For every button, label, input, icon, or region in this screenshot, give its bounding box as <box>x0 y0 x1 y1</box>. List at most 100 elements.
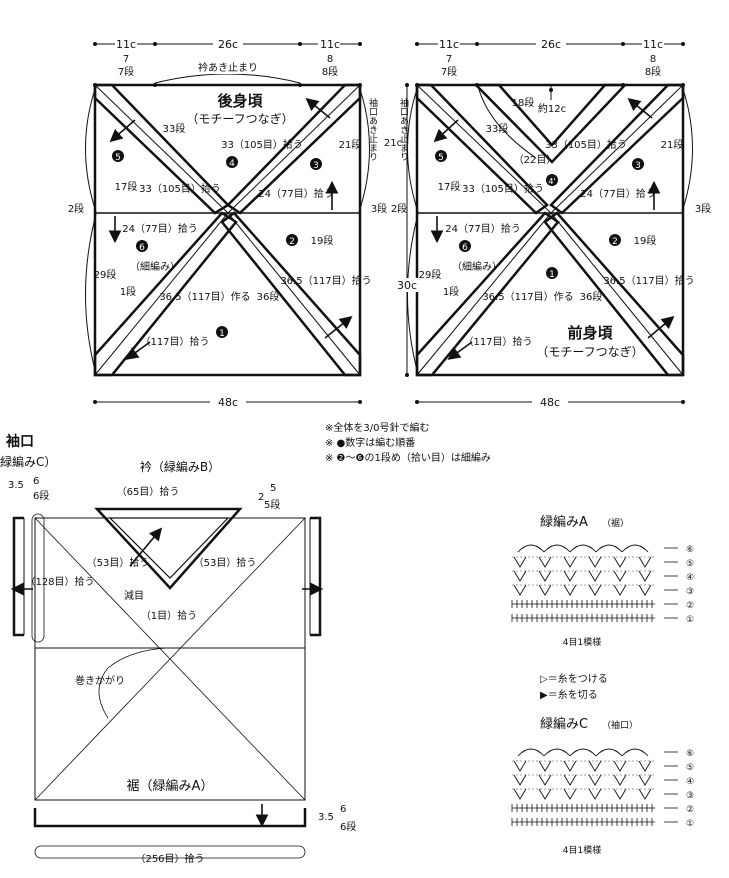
legend-cut: ▶＝糸を切る <box>540 689 598 701</box>
front-rows-7-a: 7 <box>446 54 452 65</box>
front-rows-3: 3段 <box>695 202 711 215</box>
front-r21: 21段 <box>661 138 684 151</box>
back-armhole-label: 袖口あき止まり <box>367 97 378 161</box>
front-r24-right: 24（77目）拾う <box>580 187 655 200</box>
front-num-5: 5 <box>438 153 444 163</box>
back-num-1: 1 <box>219 329 225 339</box>
front-r18: 18段 <box>512 96 535 109</box>
hem-r35: 3.5 <box>318 812 334 823</box>
whip-stitch-label: 巻きかがり <box>75 674 125 687</box>
back-num-4: 4 <box>229 159 235 169</box>
chart-c-row-label: ② <box>686 805 694 815</box>
collar-r2: 2 <box>258 492 264 503</box>
front-subtitle: （モチーフつなぎ） <box>536 345 643 359</box>
assembly-diagram: 袖口 緑編みC） 衿（緑編みB） 3.5 6 6段 （65目）拾う 2 5 5段… <box>0 433 356 865</box>
front-num-3: 3 <box>635 161 641 171</box>
back-r33-upper: 33（105目）拾う <box>221 138 303 151</box>
legend-attach: ▷＝糸をつける <box>540 673 608 685</box>
sleeve-r35: 3.5 <box>8 480 24 491</box>
chart-a-row-label: ② <box>686 601 694 611</box>
back-num-5: 5 <box>115 153 121 163</box>
back-body-panel: 11c 26c 11c 48c <box>68 36 402 409</box>
chart-c-sub: （袖口） <box>602 719 638 731</box>
back-dim-right: 11c <box>320 38 340 51</box>
front-r36: 36段 <box>580 290 603 303</box>
chart-a-sub: （裾） <box>602 517 629 529</box>
collar-r5-a: 5 <box>270 483 276 494</box>
chart-c-row-label: ⑥ <box>686 749 694 759</box>
sleeve-r6-a: 6 <box>33 476 39 487</box>
chart-c-title: 緑編みC <box>540 716 588 732</box>
back-title: 後身頃 <box>216 92 263 110</box>
sleeve-r6: 6段 <box>33 489 49 502</box>
chart-c-row-label: ④ <box>686 777 694 787</box>
back-num-6: 6 <box>139 243 145 253</box>
front-dim-center: 26c <box>541 38 561 51</box>
stitch-legend: ▷＝糸をつける ▶＝糸を切る <box>540 673 608 701</box>
sleeve-title: 袖口 <box>6 433 34 450</box>
chart-a-row-label: ⑥ <box>686 545 694 555</box>
front-dim-height: 30c <box>397 279 417 292</box>
back-dim-21: 21c <box>384 138 402 149</box>
chart-a-row-label: ④ <box>686 573 694 583</box>
front-rows-2: 2段 <box>391 202 407 215</box>
back-rows-7-a: 7 <box>123 54 129 65</box>
hem-title: 裾（緑編みA） <box>127 778 214 794</box>
front-rows-8-a: 8 <box>650 54 656 65</box>
front-num-1: 1 <box>549 270 555 280</box>
chart-c-row-label: ③ <box>686 791 694 801</box>
front-armhole-label: 袖口あき止まり <box>398 97 409 161</box>
back-r36: 36段 <box>257 290 280 303</box>
hem-r6: 6段 <box>340 820 356 833</box>
back-r19: 19段 <box>311 234 334 247</box>
front-r19: 19段 <box>634 234 657 247</box>
hem-r6-a: 6 <box>340 804 346 815</box>
back-r17: 17段 <box>115 180 138 193</box>
front-r33-lower: 33（105目）拾う <box>462 182 544 195</box>
back-r24-left: 24（77目）拾う <box>122 222 197 235</box>
back-rows-2: 2段 <box>68 202 84 215</box>
back-r1: 1段 <box>120 285 136 298</box>
back-r21: 21段 <box>339 138 362 151</box>
note-2: ※ ●数字は編む順番 <box>325 438 416 449</box>
chart-a-row-label: ⑤ <box>686 559 694 569</box>
back-r29: 29段 <box>94 268 117 281</box>
back-hosoami: （細編み） <box>130 260 180 273</box>
front-dim-width: 48c <box>540 396 560 409</box>
front-body-panel: 11c 26c 11c 30c <box>391 36 711 409</box>
front-num-4: 4' <box>548 177 555 186</box>
front-num-6: 6 <box>462 243 468 253</box>
front-rows-7: 7段 <box>441 65 457 78</box>
collar-r53-right: （53目）拾う <box>194 556 257 569</box>
front-rows-8: 8段 <box>645 65 661 78</box>
back-r33-lower: 33（105目）拾う <box>139 182 221 195</box>
back-rows-8-a: 8 <box>327 54 333 65</box>
collar-decrease: 減目 <box>124 589 144 602</box>
back-rows-7: 7段 <box>118 65 134 78</box>
front-r22: （22目） <box>514 154 557 166</box>
collar-r53-left: （53目）拾う <box>87 556 150 569</box>
front-approx: 約12c <box>538 102 566 115</box>
back-num-3: 3 <box>313 161 319 171</box>
notes: ※全体を3/0号針で編む ※ ●数字は編む順番 ※ ❷～❻の1段め（拾い目）は細… <box>325 421 491 466</box>
chart-a-repeat: 4目1模様 <box>563 636 601 648</box>
front-r33-upper: 33（105目）拾う <box>545 138 627 151</box>
front-num-2: 2 <box>612 237 618 247</box>
back-rows-8: 8段 <box>322 65 338 78</box>
front-r33-left: 33段 <box>486 122 509 135</box>
back-dim-left: 11c <box>116 38 136 51</box>
front-order-numbers: 5 4' 3 6 2 1 <box>435 150 644 280</box>
sleeve-r128: （128目）拾う <box>25 575 94 588</box>
chart-c-row-label: ⑤ <box>686 763 694 773</box>
collar-r65: （65目）拾う <box>117 485 180 498</box>
back-rows-3: 3段 <box>371 202 387 215</box>
front-r24-left: 24（77目）拾う <box>445 222 520 235</box>
chart-c-repeat: 4目1模様 <box>563 844 601 856</box>
collar-r5: 5段 <box>264 498 280 511</box>
back-subtitle: （モチーフつなぎ） <box>186 112 293 126</box>
back-r33-left: 33段 <box>163 122 186 135</box>
back-order-numbers: 5 4 3 6 2 1 <box>112 150 322 339</box>
